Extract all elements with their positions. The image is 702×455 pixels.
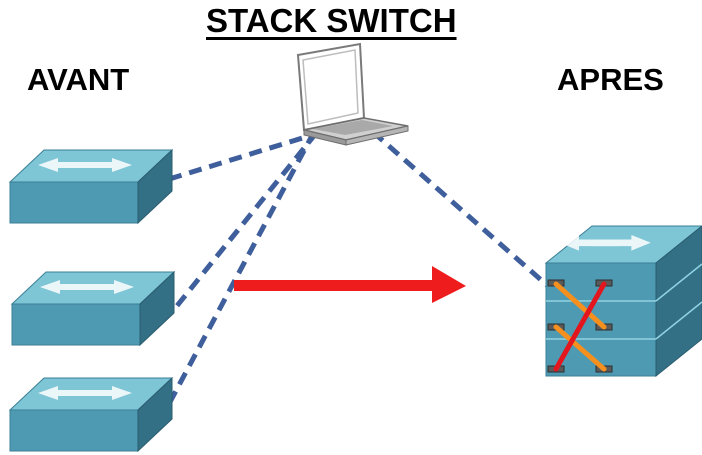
link-laptop-stack <box>371 130 550 288</box>
network-switch-icon <box>8 148 174 225</box>
network-switch-icon <box>8 376 174 453</box>
link-laptop-switch-3 <box>167 130 317 404</box>
stack-cables <box>553 281 607 372</box>
link-laptop-switch-2 <box>170 130 319 314</box>
dashed-links <box>139 129 550 404</box>
diagram-title: STACK SWITCH <box>206 2 457 39</box>
after-label: APRES <box>557 62 664 97</box>
network-switch-icon <box>10 270 176 347</box>
laptop-icon <box>296 42 409 146</box>
red-arrow <box>234 266 466 303</box>
before-label: AVANT <box>27 62 130 97</box>
stacked-switch-icon <box>544 225 702 378</box>
